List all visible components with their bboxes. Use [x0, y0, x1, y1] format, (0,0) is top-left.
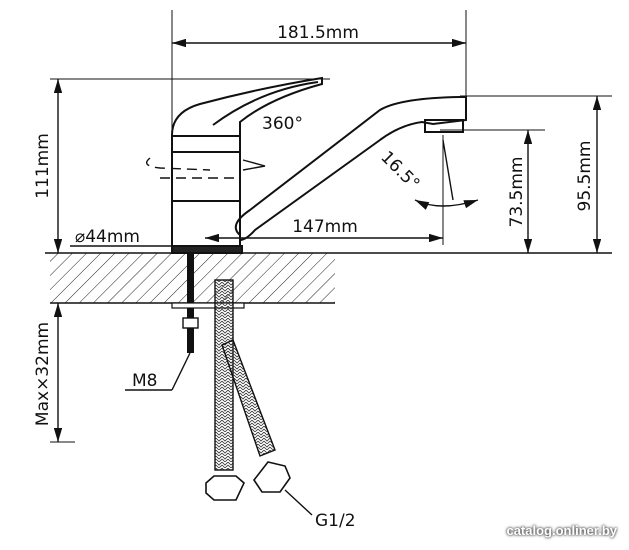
- lever-handle: [171, 76, 323, 137]
- total-height-label: 95.5mm: [575, 141, 595, 212]
- hoses: [205, 279, 313, 516]
- countertop: [45, 252, 612, 304]
- countertop-max-label: Max×32mm: [33, 322, 53, 426]
- spout-angle-label: 16.5°: [376, 147, 423, 194]
- watermark: catalog.onliner.by: [506, 523, 617, 538]
- mounting-stud: [125, 253, 245, 391]
- height-label: 111mm: [33, 133, 53, 199]
- spout: [234, 96, 467, 241]
- diameter-label: ⌀44mm: [75, 227, 140, 247]
- rotation-label: 360°: [262, 114, 303, 134]
- spout-height-label: 73.5mm: [507, 157, 527, 228]
- stud-thread-label: M8: [132, 371, 157, 391]
- rotation-arrow: [146, 157, 266, 179]
- width-label: 181.5mm: [277, 23, 359, 43]
- faucet-body: [171, 135, 243, 254]
- hose-thread-label: G1/2: [315, 511, 356, 531]
- reach-label: 147mm: [292, 217, 358, 237]
- dimension-lines: [53, 38, 602, 442]
